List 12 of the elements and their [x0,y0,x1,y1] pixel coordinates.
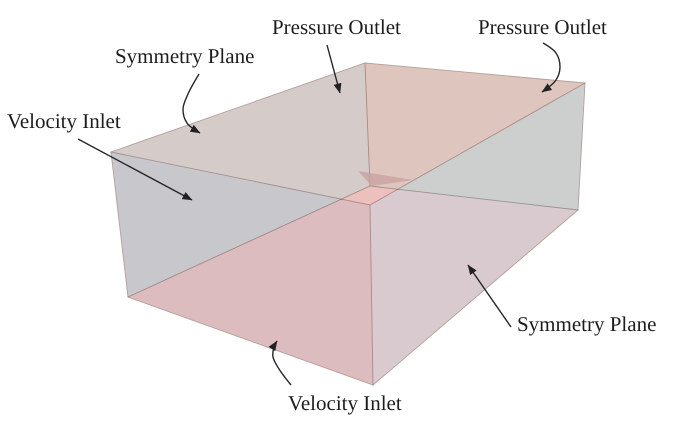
leader-arrow [467,264,512,328]
leader-arrow [268,340,292,386]
leader-arrow [326,44,342,94]
leader-arrow [542,42,561,93]
boundary-label: Pressure Outlet [478,15,607,39]
boundary-label: Symmetry Plane [115,44,254,68]
leader-arrow [78,138,192,201]
boundary-label: Velocity Inlet [288,391,402,415]
boundary-label: Velocity Inlet [7,109,121,133]
boundary-label: Symmetry Plane [517,312,656,336]
leader-arrow [182,74,200,134]
boundary-label: Pressure Outlet [272,15,401,39]
